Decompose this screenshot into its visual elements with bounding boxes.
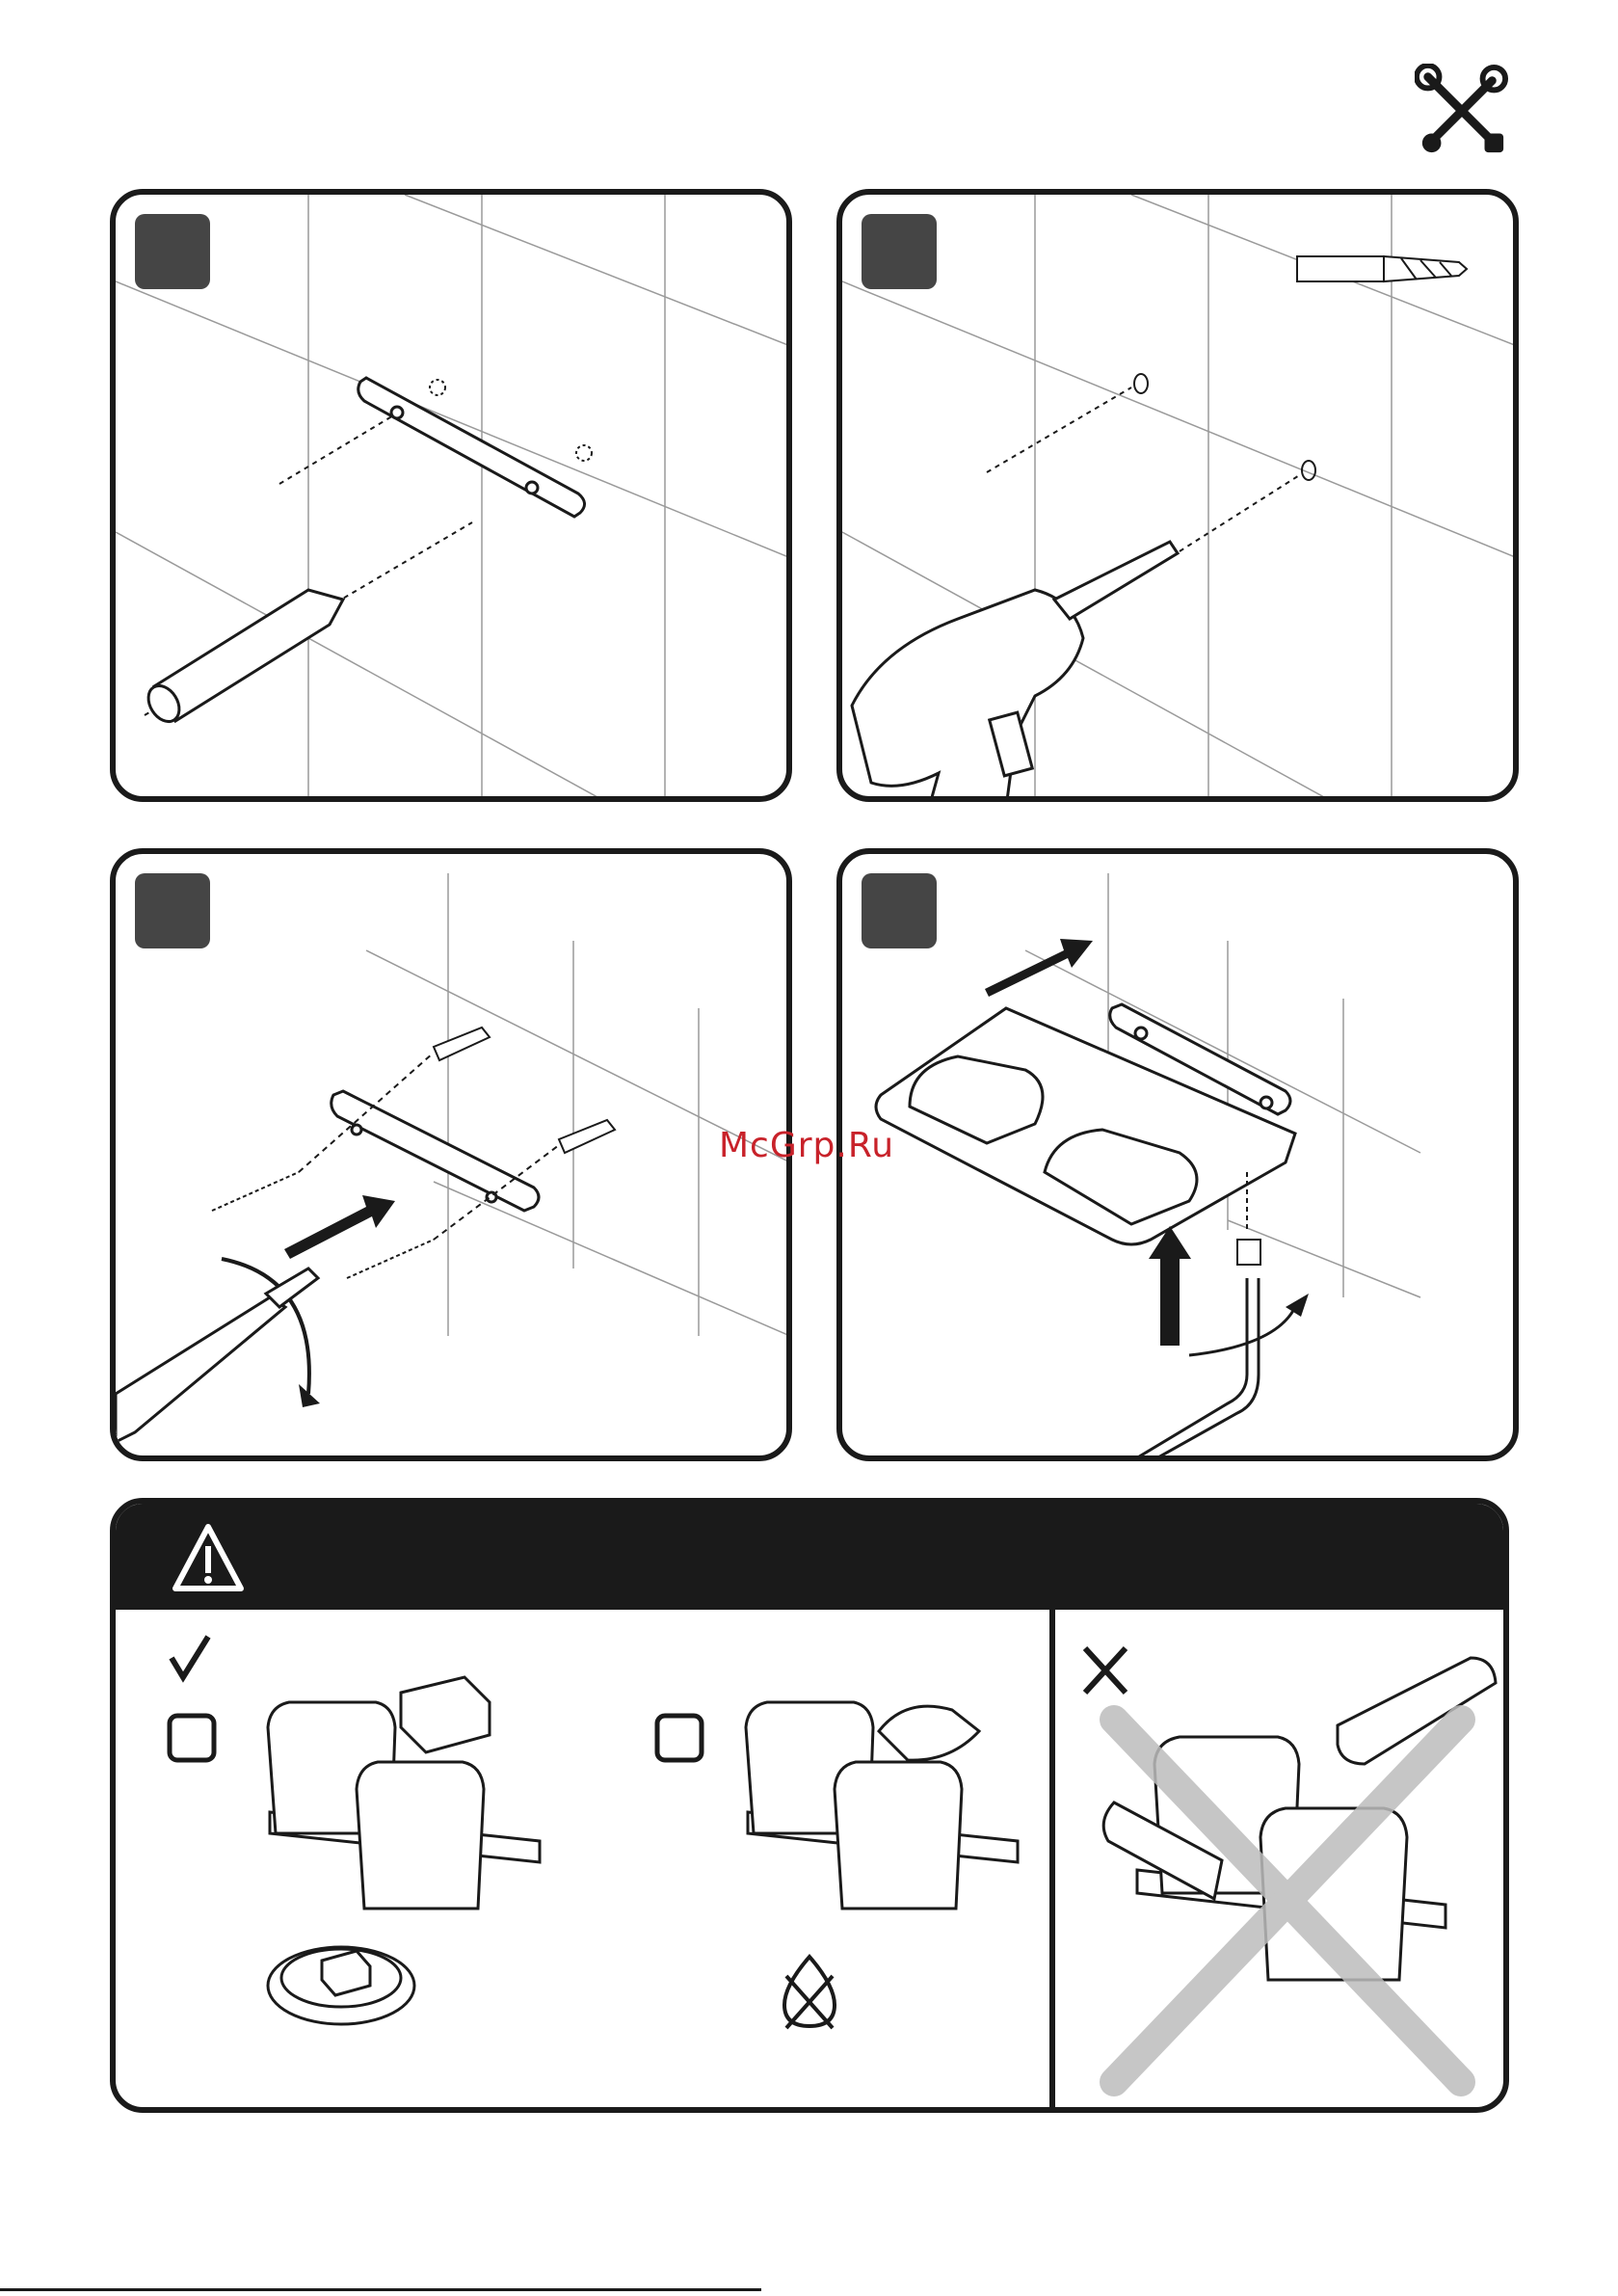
care-instructions-panel: [110, 1498, 1509, 2113]
checkbox-option-1[interactable]: [170, 1716, 214, 1760]
check-mark-icon: [172, 1637, 208, 1677]
step-1-illustration: [116, 195, 792, 802]
care-illustrations: [116, 1504, 1509, 2113]
no-water-drop-icon: [784, 1957, 835, 2028]
checkbox-option-2[interactable]: [657, 1716, 702, 1760]
footer-rule: [0, 2288, 761, 2291]
tools-wrench-screwdriver-icon: [1415, 64, 1509, 158]
cup-holder-with-cloth: [746, 1702, 1018, 1909]
watermark-text: McGrp.Ru: [719, 1126, 894, 1165]
cross-mark-icon: [1085, 1648, 1126, 1693]
step-2-panel: [836, 189, 1519, 802]
step-4-illustration: [842, 854, 1519, 1461]
step-2-illustration: [842, 195, 1519, 802]
step-3-illustration: [116, 854, 792, 1461]
warning-triangle-icon: [175, 1527, 241, 1589]
step-1-panel: [110, 189, 792, 802]
step-4-panel: [836, 848, 1519, 1461]
cup-holder-with-sponge: [268, 1677, 540, 1909]
soaking-bowl: [268, 1947, 414, 2024]
step-3-panel: [110, 848, 792, 1461]
